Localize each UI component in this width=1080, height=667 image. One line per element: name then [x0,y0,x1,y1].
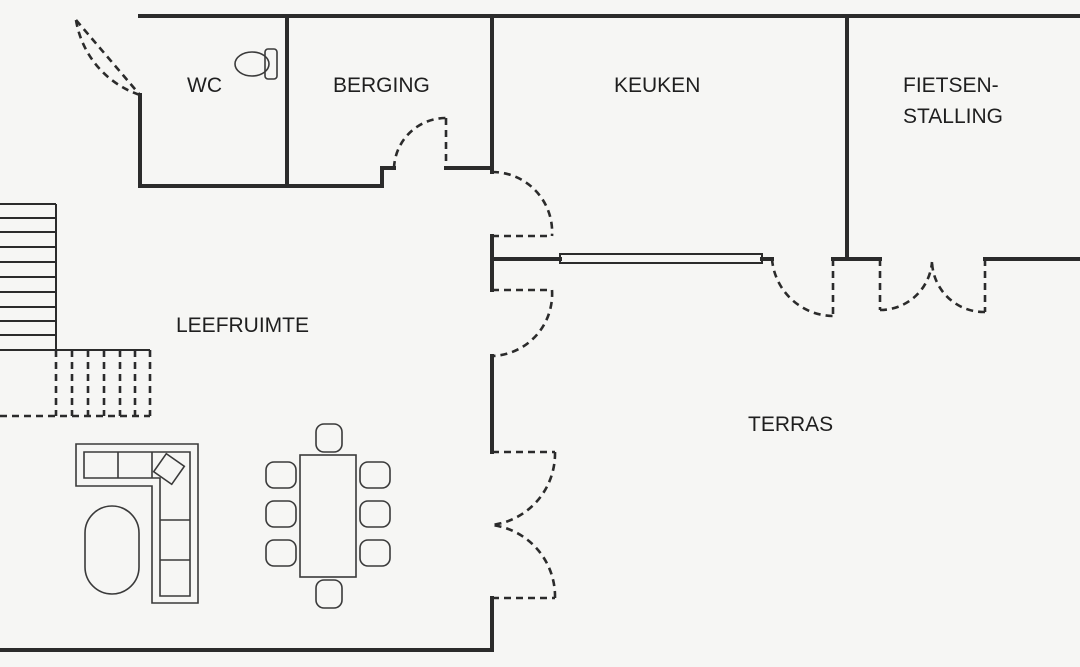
dining-table-icon [265,423,391,609]
walls [0,14,1080,652]
room-label-leefruimte: LEEFRUIMTE [176,314,309,337]
fietsen-double-door [878,259,987,314]
room-label-wc: WC [187,74,222,97]
room-label-berging: BERGING [333,74,430,97]
room-label-terras: TERRAS [748,413,833,436]
sofa-icon [75,443,199,604]
toilet-icon [234,48,278,80]
keuken-door [491,170,554,238]
terras-door-upper [491,288,554,358]
doors [74,19,987,600]
kitchen-window [559,253,763,264]
berging-door [392,116,448,169]
entry-door [74,19,141,97]
keuken-outer-door [770,258,835,318]
room-label-keuken: KEUKEN [614,74,700,97]
room-label-fietsenstalling-1: FIETSEN- [903,74,999,97]
room-label-fietsenstalling-2: STALLING [903,105,1003,128]
room-labels: WC BERGING KEUKEN FIETSEN- STALLING LEEF… [176,74,1003,436]
terras-double-door [491,450,557,600]
coffee-table-icon [84,505,140,595]
staircase [0,203,152,418]
